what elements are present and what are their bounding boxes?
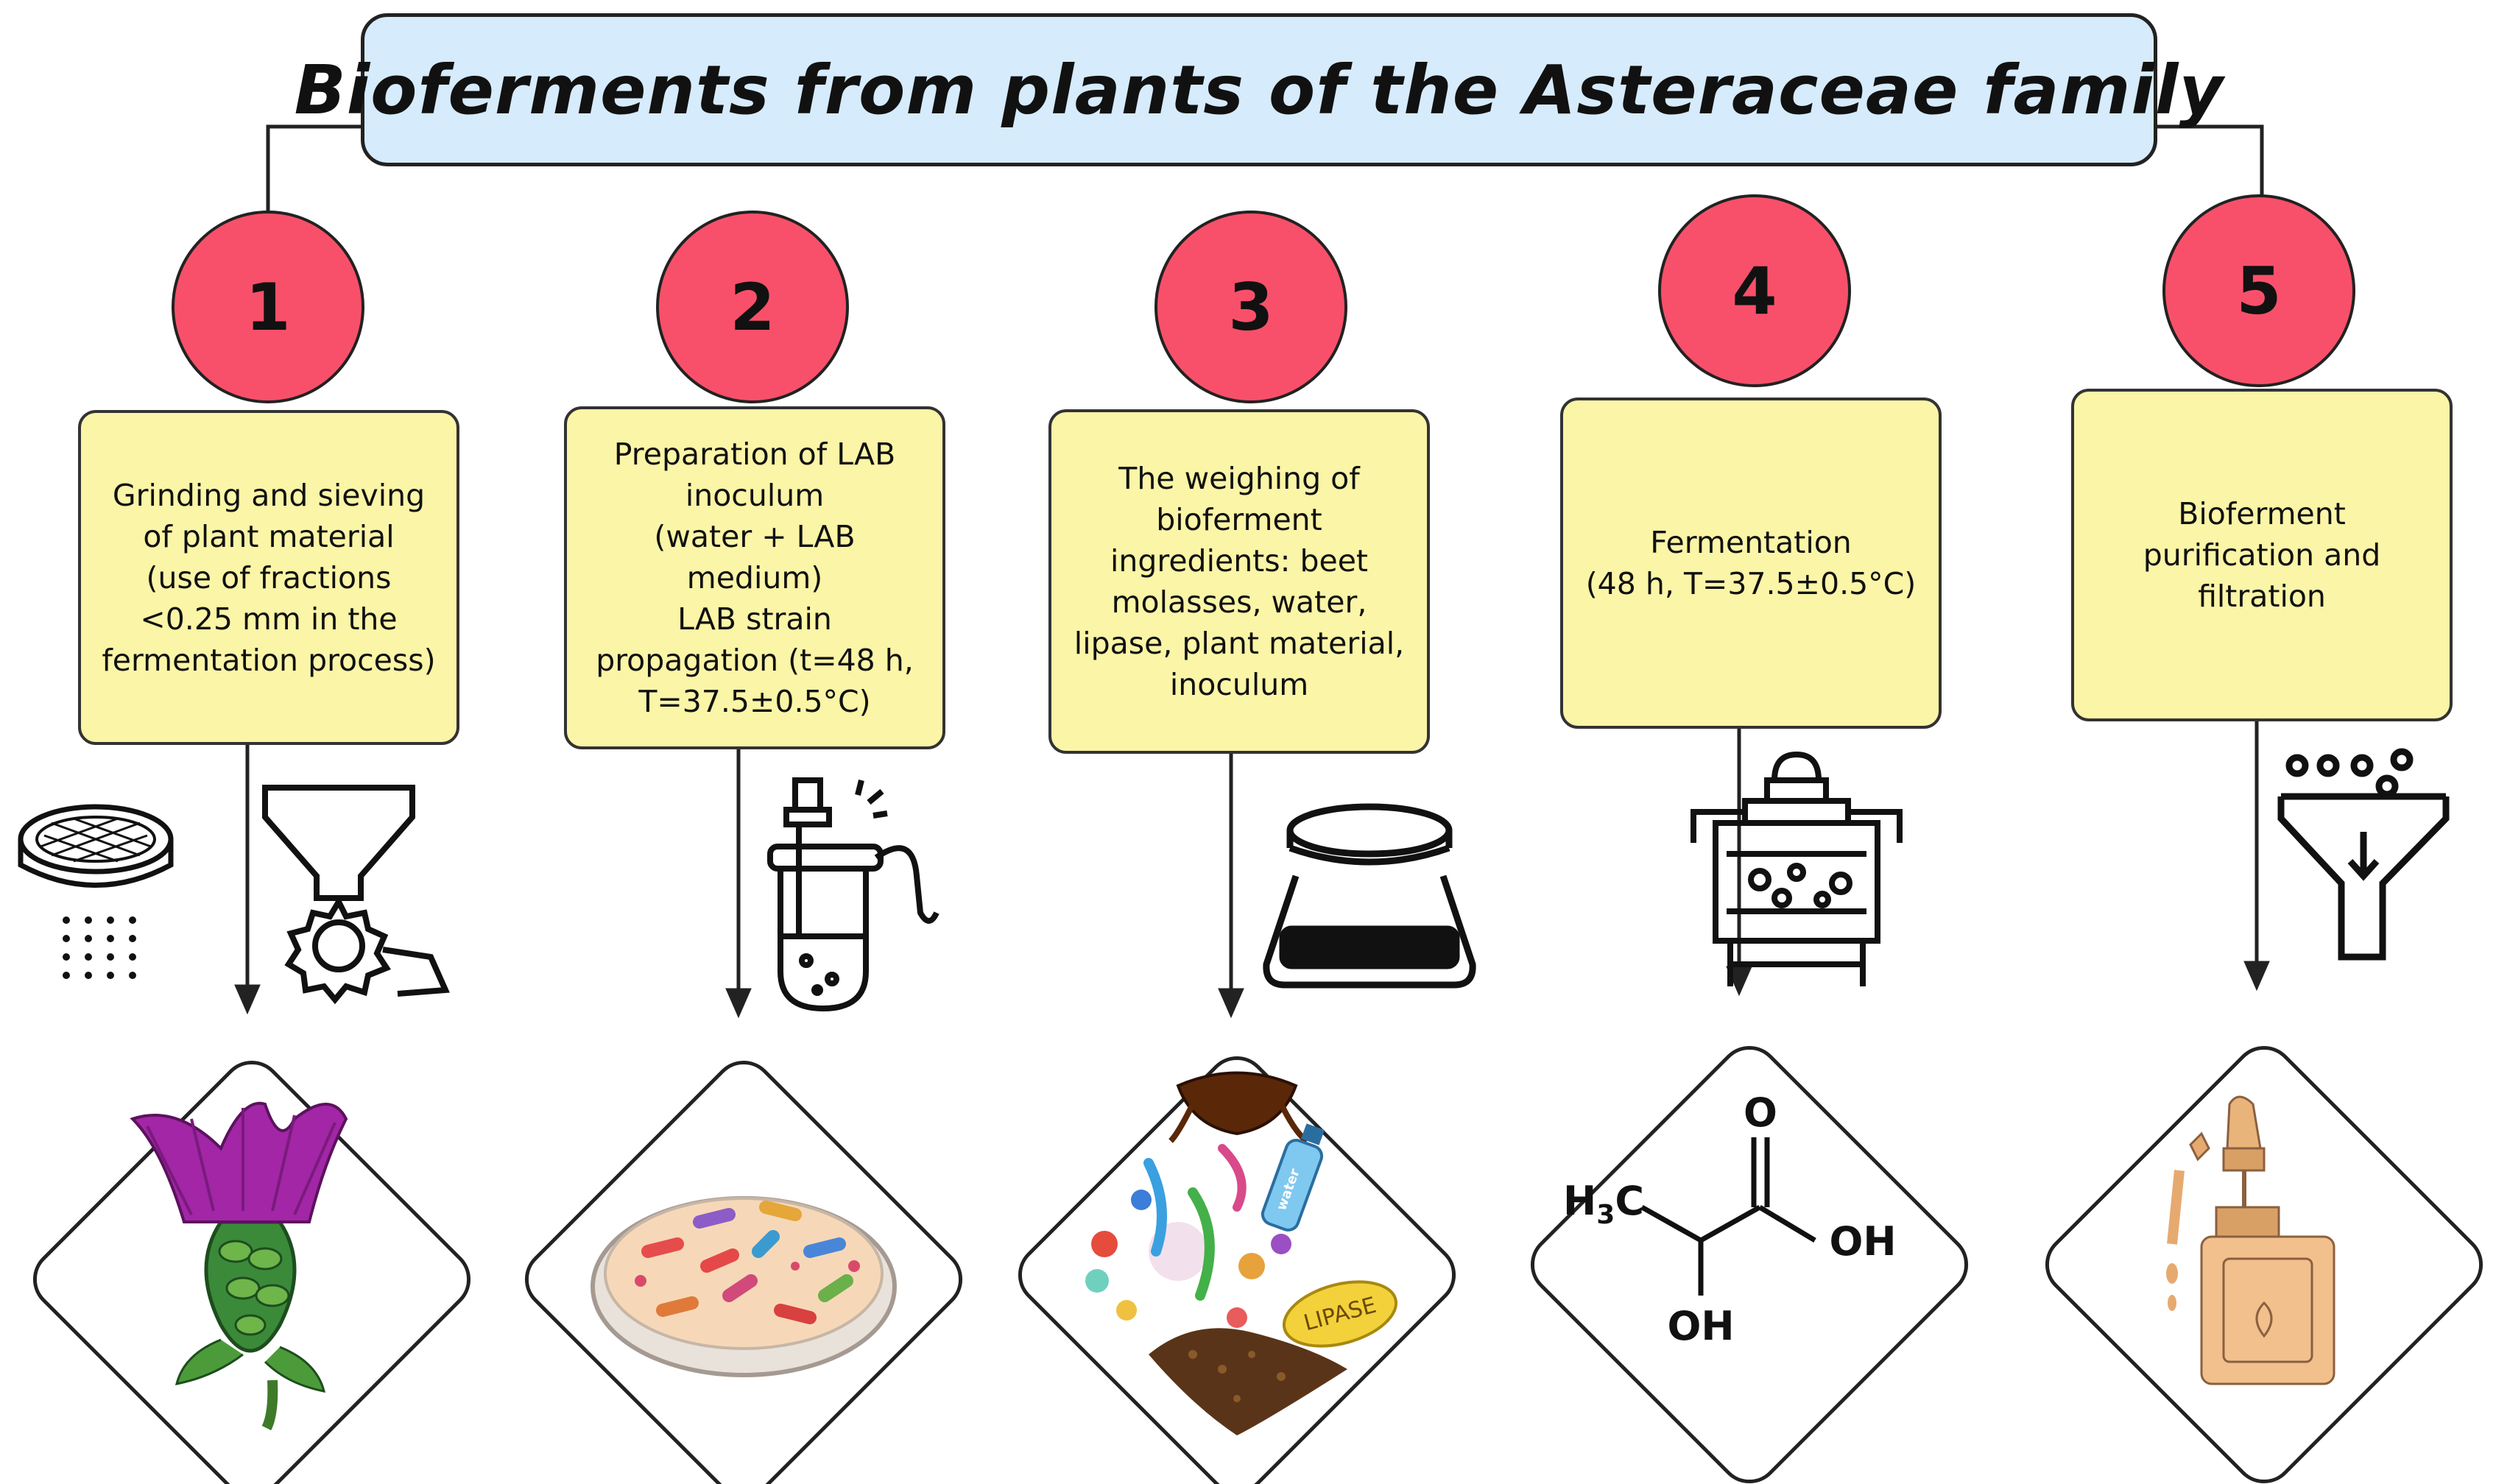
molecule-o: O [1744, 1089, 1777, 1136]
step-2-text: Preparation of LAB inoculum (water + LAB… [596, 437, 914, 719]
step-5-box: Bioferment purification and filtration [2071, 389, 2453, 721]
lactic-acid-structure: H3C O OH OH [1563, 1089, 1897, 1349]
sieve-icon [18, 804, 174, 979]
step-1-circle: 1 [172, 211, 364, 403]
step-4-circle: 4 [1658, 194, 1851, 387]
step-2-circle: 2 [656, 211, 849, 403]
step-4-box: Fermentation (48 h, T=37.5±0.5°C) [1560, 398, 1942, 729]
petri-dish-bacteria-image [590, 1196, 897, 1377]
diamond-4 [1530, 1045, 1969, 1484]
title-connectors [266, 124, 2264, 213]
step-number: 4 [1732, 252, 1777, 329]
title-box: Bioferments from plants of the Asteracea… [295, 13, 2223, 166]
step-arrows [234, 721, 2270, 1019]
molecule-oh-acid: OH [1829, 1218, 1896, 1265]
step-1-box: Grinding and sieving of plant material (… [78, 410, 459, 745]
culture-flask-icon [767, 777, 939, 1012]
step-3-circle: 3 [1154, 211, 1347, 403]
ingredients-collage-image: water LIPASE [1085, 1071, 1398, 1435]
grinder-icon [262, 785, 450, 1005]
step-2-box: Preparation of LAB inoculum (water + LAB… [564, 406, 945, 749]
step-number: 5 [2236, 252, 2282, 329]
step-5-circle: 5 [2162, 194, 2355, 387]
step-1-text: Grinding and sieving of plant material (… [102, 477, 436, 678]
step-3-text: The weighing of bioferment ingredients: … [1074, 461, 1405, 702]
molecule-oh-alcohol: OH [1667, 1303, 1734, 1349]
step-4-text: Fermentation (48 h, T=37.5±0.5°C) [1585, 525, 1917, 601]
diagram-title: Bioferments from plants of the Asteracea… [294, 50, 2224, 130]
diamond-3 [1018, 1056, 1456, 1484]
step-3-box: The weighing of bioferment ingredients: … [1048, 409, 1430, 754]
molecule-ch3: H3C [1563, 1178, 1644, 1230]
thistle-flower-image [130, 1101, 348, 1431]
step-number: 3 [1228, 269, 1274, 345]
step-number: 1 [245, 269, 291, 345]
step-number: 2 [730, 269, 775, 345]
filter-funnel-icon [2277, 748, 2450, 961]
fermenter-icon [1691, 751, 1903, 986]
step-5-text: Bioferment purification and filtration [2143, 496, 2381, 614]
scale-icon [1263, 803, 1476, 989]
dropper-bottle-image [2166, 1095, 2335, 1385]
